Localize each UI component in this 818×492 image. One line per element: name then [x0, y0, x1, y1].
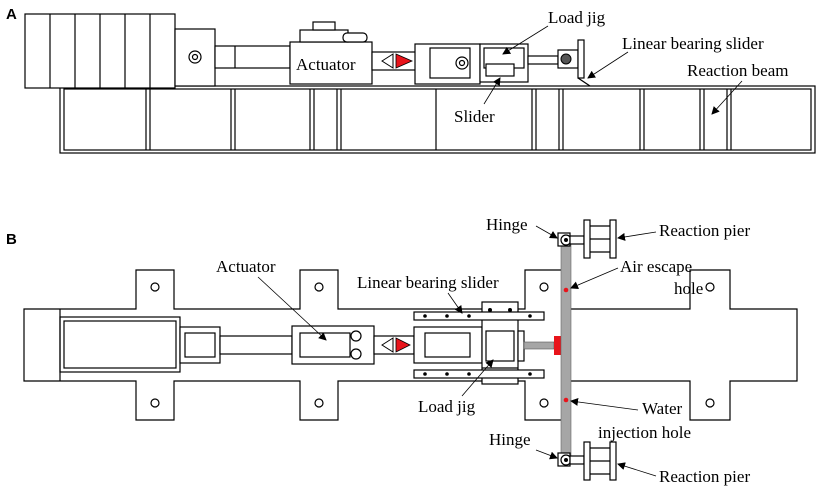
load-jig-label-b: Load jig	[418, 397, 476, 416]
reaction-pier-bottom-label: Reaction pier	[659, 467, 750, 486]
anchor-holes	[150, 282, 715, 408]
reaction-pier-top-label: Reaction pier	[659, 221, 750, 240]
water-injection-label-line1: Water	[642, 399, 682, 418]
linear-bearing-slider-leader-a	[587, 51, 629, 79]
hinge-top-label: Hinge	[486, 215, 528, 234]
load-jig-leader-a	[502, 25, 549, 55]
hinge-bottom-leader	[535, 449, 558, 460]
water-injection-hole-dot	[563, 397, 569, 403]
load-jig-label-a: Load jig	[548, 8, 606, 27]
actuator-leader-b	[257, 276, 327, 341]
air-escape-leader	[570, 267, 619, 289]
reaction-block-a	[24, 13, 216, 89]
load-jig-leader-b	[461, 359, 494, 397]
reaction-block-b	[59, 309, 181, 381]
air-escape-hole-dot	[563, 287, 569, 293]
linear-bearing-slider-label-b: Linear bearing slider	[357, 273, 499, 292]
air-escape-label-line2: hole	[674, 279, 703, 298]
push-rod	[523, 341, 555, 350]
actuator-label-b: Actuator	[216, 257, 276, 276]
reaction-pier-bottom-leader	[617, 462, 657, 477]
panel-a: A	[6, 6, 816, 154]
linear-bearing-slider-leader-b	[447, 292, 463, 314]
reaction-pier-top	[583, 219, 617, 259]
actuator-a	[214, 21, 417, 85]
hinge-bottom	[557, 452, 585, 467]
linear-bearing-slider-label-a: Linear bearing slider	[622, 34, 764, 53]
slider-label: Slider	[454, 107, 495, 126]
reaction-beam-leader	[711, 80, 743, 115]
pipe-specimen	[560, 239, 572, 461]
reaction-pier-bottom	[583, 441, 617, 481]
reaction-pier-top-leader	[617, 231, 657, 241]
hinge-bottom-label: Hinge	[489, 430, 531, 449]
actuator-b	[179, 325, 415, 365]
water-injection-label-line2: injection hole	[598, 423, 691, 442]
load-jig-a	[414, 39, 591, 87]
air-escape-label-line1: Air escape	[620, 257, 692, 276]
hinge-top-leader	[535, 225, 558, 239]
linear-bearing-rails	[413, 311, 545, 379]
panel-b-letter: B	[6, 231, 17, 248]
panel-a-letter: A	[6, 6, 17, 23]
hinge-top	[557, 232, 585, 247]
actuator-label-a: Actuator	[296, 55, 356, 74]
reaction-beam-label: Reaction beam	[687, 61, 789, 80]
water-injection-leader	[570, 397, 639, 411]
slider-leader	[483, 77, 501, 105]
panel-b: B	[6, 215, 798, 486]
reaction-beam	[59, 85, 816, 154]
